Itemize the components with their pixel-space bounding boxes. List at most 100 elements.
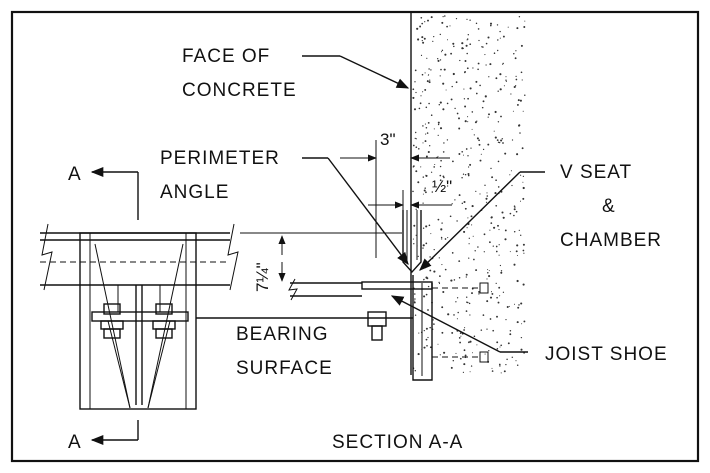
stipple-dot — [491, 176, 494, 179]
stipple-dot — [477, 28, 480, 30]
stipple-dot — [522, 249, 525, 252]
stipple-dot — [425, 327, 428, 330]
stipple-dot — [421, 36, 424, 39]
stipple-dot — [480, 329, 483, 331]
stipple-dot — [464, 71, 466, 73]
stipple-dot — [487, 271, 489, 274]
stipple-dot — [495, 77, 498, 80]
stipple-dot — [427, 19, 429, 22]
stipple-dot — [519, 132, 521, 134]
stipple-dot — [441, 306, 444, 309]
stipple-dot — [468, 302, 471, 305]
stipple-dot — [502, 35, 505, 38]
stipple-dot — [517, 99, 520, 102]
stipple-dot — [474, 121, 477, 124]
stipple-dot — [523, 320, 526, 323]
stipple-dot — [433, 128, 435, 130]
stipple-dot — [422, 227, 425, 229]
stipple-dot — [481, 46, 483, 48]
stipple-dot — [458, 277, 461, 279]
stipple-dot — [429, 269, 432, 272]
concrete-wall — [410, 12, 526, 375]
label-concrete: CONCRETE — [182, 80, 297, 101]
stipple-dot — [462, 371, 464, 373]
stipple-dot — [481, 106, 484, 109]
stipple-dot — [427, 309, 429, 311]
stipple-dot — [515, 50, 517, 52]
stipple-dot — [439, 59, 442, 61]
stipple-dot — [464, 354, 467, 357]
stipple-dot — [413, 224, 416, 227]
stipple-dot — [489, 22, 493, 25]
stipple-dot — [489, 229, 491, 231]
stipple-dot — [516, 103, 519, 106]
stipple-dot — [475, 92, 478, 95]
stipple-dot — [520, 71, 523, 74]
stipple-dot — [446, 185, 449, 187]
stipple-dot — [423, 329, 425, 332]
dim-3in: 3" — [380, 130, 396, 149]
stipple-dot — [425, 127, 428, 129]
stipple-dot — [513, 214, 515, 217]
stipple-dot — [440, 51, 443, 53]
stipple-dot — [500, 271, 503, 274]
stipple-dot — [497, 224, 499, 227]
stipple-dot — [451, 252, 454, 254]
stipple-dot — [514, 57, 517, 60]
stipple-dot — [496, 315, 498, 318]
stipple-dot — [510, 170, 512, 172]
stipple-dot — [492, 245, 494, 247]
stipple-dot — [419, 25, 422, 28]
stipple-dot — [437, 121, 440, 124]
joist-cross-section — [79, 232, 197, 410]
stipple-dot — [463, 230, 466, 233]
stipple-dot — [482, 148, 485, 151]
stipple-dot — [456, 220, 458, 222]
stipple-dot — [461, 202, 464, 205]
stipple-dot — [502, 62, 504, 65]
label-v-seat: V SEAT — [560, 162, 632, 183]
stipple-dot — [498, 286, 501, 289]
stipple-dot — [486, 300, 489, 303]
stipple-dot — [438, 257, 440, 259]
stipple-dot — [463, 349, 466, 352]
stipple-dot — [475, 190, 477, 193]
stipple-dot — [451, 85, 453, 88]
stipple-dot — [495, 250, 498, 253]
stipple-dot — [439, 33, 442, 36]
stipple-dot — [471, 111, 474, 113]
stipple-dot — [488, 270, 490, 272]
stipple-dot — [440, 228, 443, 231]
stipple-dot — [500, 139, 503, 142]
stipple-dot — [417, 353, 420, 356]
stipple-dot — [511, 356, 514, 359]
stipple-dot — [520, 348, 523, 351]
stipple-dot — [498, 254, 500, 256]
label-ampersand: & — [602, 196, 616, 217]
stipple-dot — [465, 273, 468, 276]
stipple-dot — [507, 26, 509, 28]
stipple-dot — [425, 191, 427, 194]
stipple-dot — [438, 282, 441, 285]
stipple-dot — [458, 337, 461, 339]
stipple-dot — [425, 225, 428, 228]
stipple-dot — [467, 217, 469, 219]
stipple-dot — [522, 181, 524, 183]
stipple-dot — [414, 137, 416, 139]
stipple-dot — [489, 318, 492, 320]
stipple-dot — [498, 363, 501, 366]
stipple-dot — [429, 256, 431, 258]
stipple-dot — [453, 314, 455, 316]
stipple-dot — [467, 116, 469, 118]
stipple-dot — [423, 37, 426, 40]
label-joist-shoe: JOIST SHOE — [545, 344, 668, 365]
stipple-dot — [421, 39, 423, 42]
stipple-dot — [506, 358, 508, 361]
stipple-dot — [522, 243, 525, 246]
stipple-dot — [429, 145, 431, 147]
stipple-dot — [520, 234, 522, 236]
stipple-dot — [463, 88, 465, 90]
stipple-dot — [446, 39, 449, 41]
stipple-dot — [429, 346, 432, 349]
stipple-dot — [426, 345, 428, 347]
